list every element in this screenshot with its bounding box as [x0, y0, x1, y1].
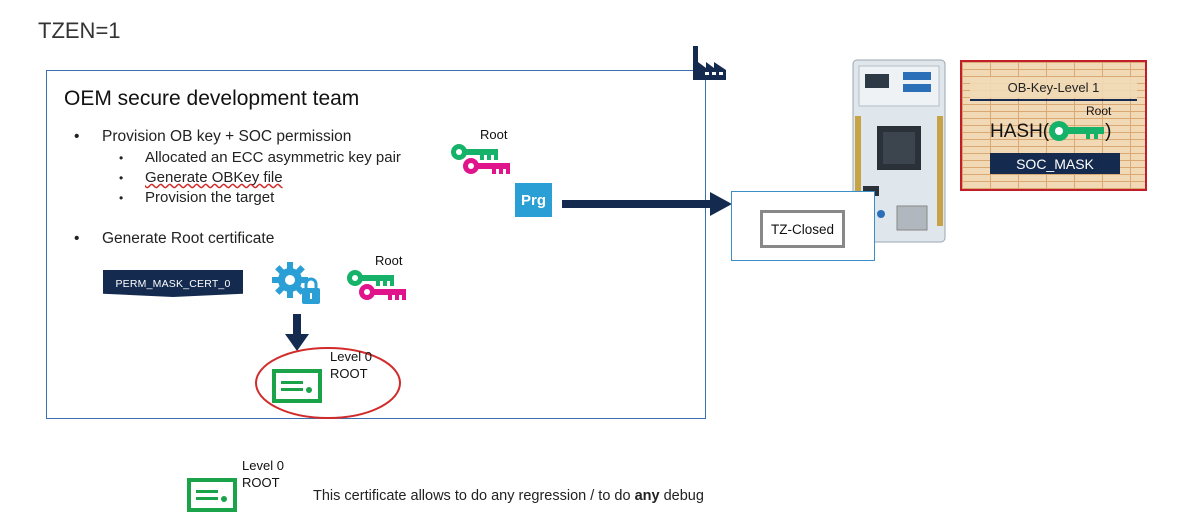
- bullet-provision-text: Provision OB key + SOC permission: [102, 128, 352, 145]
- bullet-generate-root: • Generate Root certificate: [74, 230, 275, 247]
- ob-key-inner: [970, 99, 1137, 182]
- gear-lock-icon: [272, 262, 320, 304]
- hash-expression: HASH(): [990, 121, 1111, 143]
- perm-mask-tag: PERM_MASK_CERT_0: [103, 270, 243, 297]
- subitem-ecc-keypair: • Allocated an ECC asymmetric key pair: [119, 149, 401, 166]
- ob-key-root-label: Root: [1086, 104, 1112, 118]
- tzen-label: TZEN=1: [38, 18, 121, 43]
- board-image: [852, 59, 946, 243]
- tz-closed-label: TZ-Closed: [760, 210, 845, 248]
- prg-icon: Prg: [515, 183, 552, 217]
- cert-level-label: Level 0: [330, 349, 372, 364]
- legend-certificate-icon: [187, 478, 237, 512]
- key-pair-icon: [347, 270, 406, 300]
- key-root-label-top: Root: [480, 127, 508, 142]
- ob-key-title: OB-Key-Level 1: [970, 77, 1137, 98]
- legend-description: This certificate allows to do any regres…: [313, 488, 704, 504]
- key-icon: [1049, 121, 1104, 141]
- cert-name-label: ROOT: [330, 366, 368, 381]
- hash-suffix: ): [1105, 121, 1112, 142]
- arrow-down-icon: [285, 314, 309, 351]
- legend-cert-level: Level 0: [242, 458, 284, 473]
- arrow-right-icon: [562, 192, 732, 216]
- factory-icon: [693, 46, 726, 80]
- soc-mask-tag: SOC_MASK: [990, 153, 1120, 174]
- certificate-icon: [272, 369, 322, 403]
- oem-panel: [46, 70, 706, 419]
- key-pair-icon: [451, 144, 510, 174]
- oem-panel-title: OEM secure development team: [64, 87, 360, 110]
- hash-prefix: HASH(: [990, 121, 1050, 142]
- bullet-generate-root-text: Generate Root certificate: [102, 230, 275, 247]
- subitem-generate-obkey: • Generate OBKey file: [119, 169, 283, 186]
- subitem-provision-target: • Provision the target: [119, 189, 275, 206]
- key-root-label-mid: Root: [375, 253, 403, 268]
- legend-cert-name: ROOT: [242, 475, 280, 490]
- highlight-ellipse: [255, 347, 401, 419]
- bullet-provision: • Provision OB key + SOC permission: [74, 128, 352, 145]
